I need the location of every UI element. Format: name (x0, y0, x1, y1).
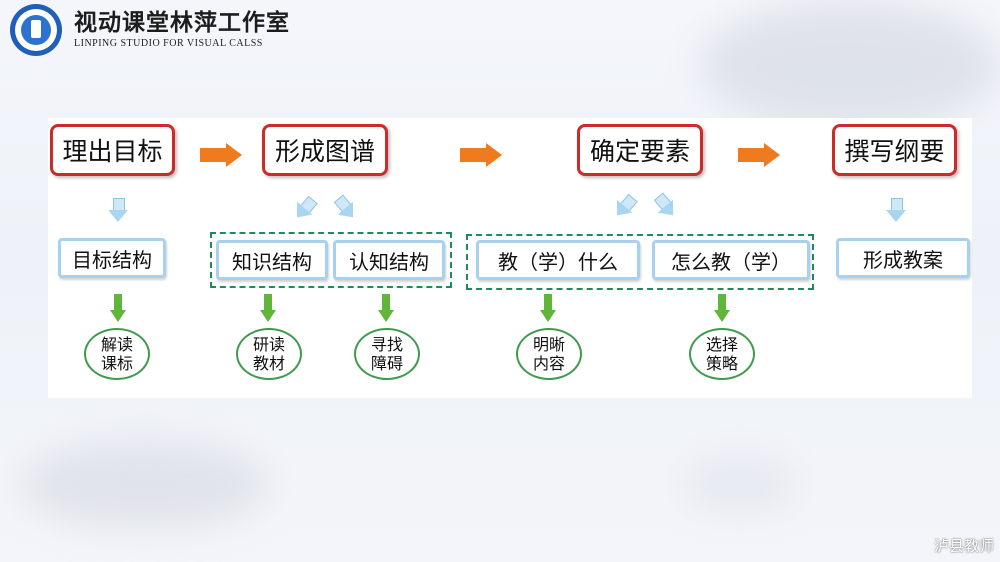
what-to-teach-box: 教（学）什么 (476, 240, 640, 280)
studio-subtitle: LINPING STUDIO FOR VISUAL CALSS (74, 38, 263, 49)
studio-title: 视动课堂林萍工作室 (74, 10, 290, 36)
goal-structure-box: 目标结构 (58, 238, 166, 278)
ink-wash-bottom-mid (680, 455, 800, 515)
title-block: 视动课堂林萍工作室 LINPING STUDIO FOR VISUAL CALS… (74, 9, 290, 51)
down-left-arrow-icon (288, 193, 320, 226)
knowledge-group-outline (210, 232, 452, 288)
down-right-arrow-icon (650, 191, 682, 224)
clarify-content-oval: 明晰 内容 (516, 328, 582, 380)
step-2: 形成图谱 (262, 124, 388, 176)
green-down-arrow-icon (260, 294, 276, 324)
choose-strategy-oval: 选择 策略 (689, 328, 755, 380)
green-down-arrow-icon (110, 294, 126, 324)
watermark: 泸县教师 (933, 537, 994, 555)
find-obstacles-oval: 寻找 障碍 (354, 328, 420, 380)
down-arrow-icon (108, 198, 128, 224)
ink-wash-top-right (700, 0, 1000, 130)
cognitive-structure-box: 认知结构 (333, 240, 445, 280)
ink-wash-bottom-left (20, 440, 270, 530)
down-arrow-icon (886, 198, 906, 224)
step-1: 理出目标 (50, 124, 175, 176)
how-to-teach-box: 怎么教（学） (652, 240, 810, 280)
lesson-plan-box: 形成教案 (836, 238, 970, 278)
green-down-arrow-icon (378, 294, 394, 324)
down-right-arrow-icon (330, 193, 362, 226)
element-group-outline (466, 234, 814, 290)
studio-logo-icon (10, 4, 62, 56)
knowledge-structure-box: 知识结构 (216, 240, 328, 280)
flow-diagram: 理出目标 形成图谱 确定要素 撰写纲要 目标结构 知识结构 认知结构 教（学）什… (48, 118, 972, 398)
step-3: 确定要素 (577, 124, 703, 176)
step-4: 撰写纲要 (832, 124, 957, 176)
green-down-arrow-icon (714, 294, 730, 324)
interpret-standards-oval: 解读 课标 (84, 328, 150, 380)
study-materials-oval: 研读 教材 (236, 328, 302, 380)
header: 视动课堂林萍工作室 LINPING STUDIO FOR VISUAL CALS… (10, 4, 290, 56)
green-down-arrow-icon (540, 294, 556, 324)
down-left-arrow-icon (608, 191, 640, 224)
